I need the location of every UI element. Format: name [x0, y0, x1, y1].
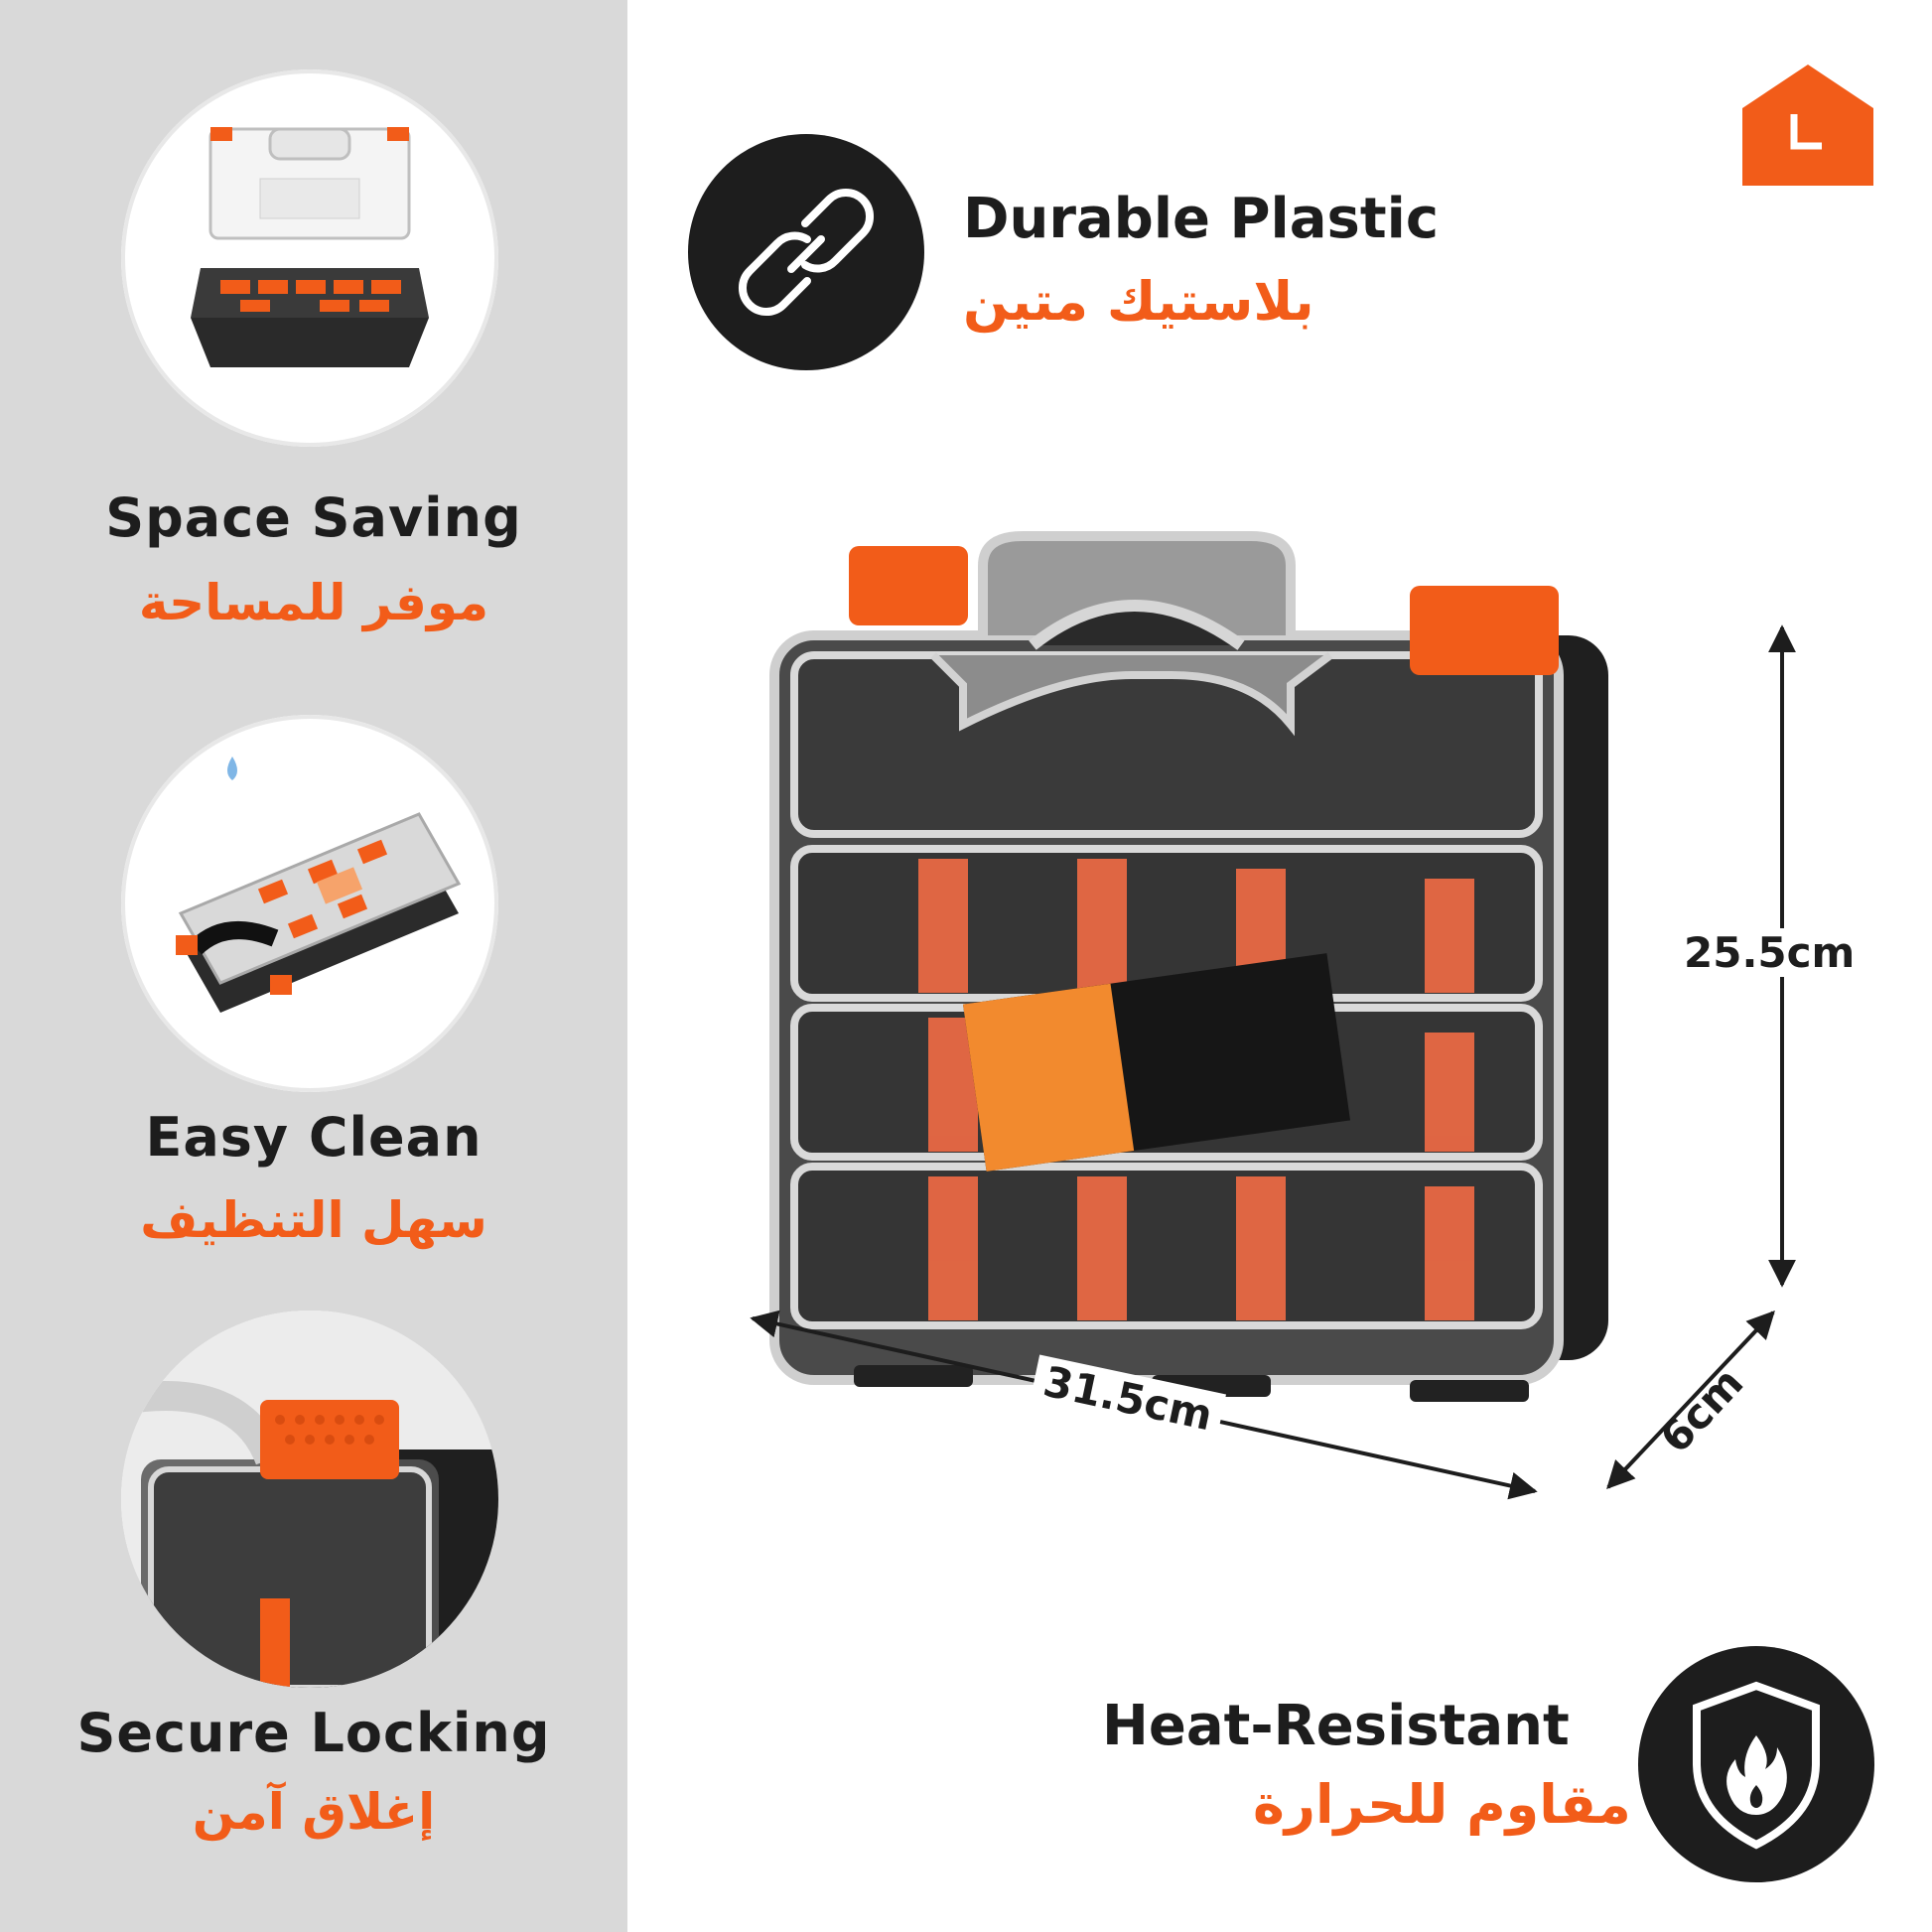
durable-title-ar: بلاستيك متين	[963, 270, 1314, 333]
feature-title: Secure Locking	[76, 1702, 551, 1764]
organizer-droplet-icon	[121, 715, 498, 1092]
fire-shield-icon	[1638, 1646, 1874, 1882]
latch-closeup-icon	[121, 1311, 498, 1688]
feature-title: Space Saving	[105, 486, 522, 549]
feature-title-ar: موفر للمساحة	[138, 574, 489, 631]
brand-logo	[1742, 65, 1873, 186]
depth-dimension-label: 6cm	[1650, 1357, 1753, 1463]
chain-link-icon	[688, 134, 924, 370]
organizer-open-icon	[121, 69, 498, 447]
height-dimension-label: 25.5cm	[1674, 928, 1865, 977]
product-label	[962, 953, 1351, 1172]
heat-title: Heat-Resistant	[1102, 1694, 1570, 1758]
heat-title-ar: مقاوم للحرارة	[1253, 1773, 1631, 1836]
feature-title: Easy Clean	[145, 1106, 483, 1169]
organizer-product-image	[769, 531, 1608, 1402]
feature-title-ar: إغلاق آمن	[192, 1783, 436, 1841]
feature-title-ar: سهل التنظيف	[140, 1191, 487, 1249]
durable-title: Durable Plastic	[963, 187, 1440, 251]
